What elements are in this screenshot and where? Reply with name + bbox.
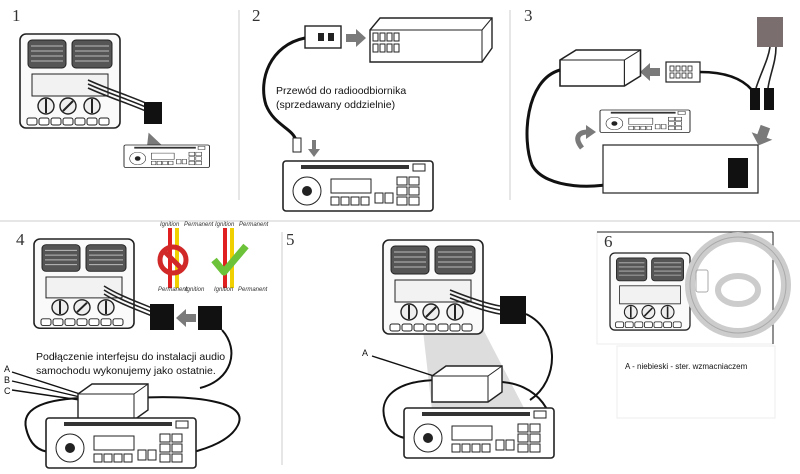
wire-label-b: B: [4, 375, 11, 385]
wire-label-a: A: [4, 364, 11, 374]
ignition-label: Ignition: [214, 287, 234, 293]
caption-line: Przewód do radioodbiornika: [276, 85, 407, 97]
permanent-label: Permanent: [184, 222, 214, 228]
panel-4: [11, 228, 249, 469]
caption-line: (sprzedawany oddzielnie): [276, 99, 396, 111]
caption-line: samochodu wykonujemy jako ostatnie.: [36, 365, 216, 377]
step-number-5: 5: [286, 230, 295, 249]
note-box: [616, 345, 776, 419]
harness-socket-icon: [665, 61, 701, 83]
radio-illustration: [45, 417, 197, 469]
permanent-label: Permanent: [238, 287, 268, 293]
left-arrow-icon: [176, 309, 196, 327]
step-number-3: 3: [524, 6, 533, 25]
panel-3: [525, 17, 783, 194]
radio-illustration: [123, 144, 210, 168]
connector-plug-icon: [150, 304, 174, 330]
cable-line: [262, 36, 306, 141]
module-illustration: [559, 49, 642, 87]
device-unit-icon: [728, 158, 748, 188]
harness-plug-icon: [304, 25, 342, 49]
left-arrow-icon: [640, 63, 660, 81]
dashboard-illustration: [19, 33, 121, 129]
connector-plug-icon: [750, 88, 760, 110]
step-2-caption: Przewód do radioodbiornika (sprzedawany …: [276, 84, 406, 112]
panel-2: [262, 17, 493, 212]
radio-slot-illustration: [369, 17, 493, 63]
connector-plug-icon: [198, 306, 222, 330]
cable-line: [525, 68, 626, 188]
caption-line: Podłączenie interfejsu do instalacji aud…: [36, 351, 226, 363]
checkmark-icon: [211, 243, 249, 276]
module-illustration: [77, 383, 149, 421]
ignition-label: Ignition: [215, 222, 235, 228]
wire-label-c: C: [4, 386, 11, 396]
dashboard-illustration: [33, 238, 135, 330]
curved-arrow-icon: [575, 129, 589, 150]
ignition-label: Ignition: [185, 287, 205, 293]
dashboard-illustration: [382, 239, 484, 335]
step-4-caption: Podłączenie interfejsu do instalacji aud…: [36, 350, 225, 378]
step-number-2: 2: [252, 6, 261, 25]
radio-illustration: [599, 109, 691, 133]
panel-dividers: [0, 10, 800, 465]
connector-plug-icon: [764, 88, 774, 110]
connector-plug-icon: [144, 102, 162, 124]
fuse-block-icon: [757, 17, 783, 47]
prohibited-icon: [157, 244, 189, 276]
radio-illustration: [403, 407, 555, 459]
step-number-1: 1: [12, 6, 21, 25]
wiring-comparison: [157, 228, 249, 288]
ignition-label: Ignition: [160, 222, 180, 228]
down-arrow-icon: [308, 140, 320, 157]
panel-5: [371, 239, 555, 459]
panel-1: [19, 33, 210, 168]
permanent-label: Permanent: [158, 287, 188, 293]
down-arrow-icon: [751, 124, 773, 146]
permanent-label: Permanent: [239, 222, 269, 228]
step-number-6: 6: [604, 232, 613, 251]
cable-line: [24, 397, 81, 453]
steering-wheel-icon: [685, 232, 791, 338]
right-arrow-icon: [346, 29, 366, 47]
step-6-note: A - niebieski - ster. wzmacniaczem: [625, 362, 748, 371]
antenna-jack-icon: [292, 137, 302, 153]
dashboard-illustration: [609, 252, 691, 331]
radio-illustration: [282, 160, 434, 212]
step-number-4: 4: [16, 230, 25, 249]
module-illustration: [431, 365, 503, 403]
panel-6: [596, 231, 791, 419]
wire-label-a: A: [362, 348, 369, 358]
connector-plug-icon: [500, 296, 526, 324]
